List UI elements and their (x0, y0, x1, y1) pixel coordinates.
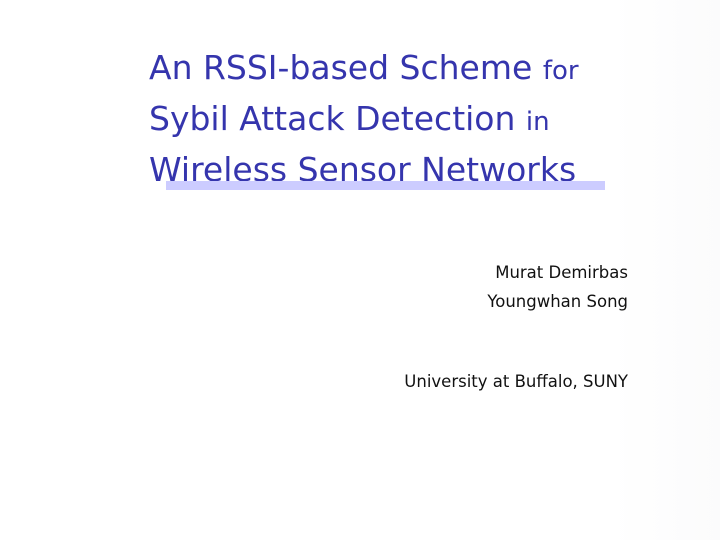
title-line-2-main: Sybil Attack Detection (149, 99, 516, 138)
affiliation: University at Buffalo, SUNY (404, 372, 628, 391)
title-line-1-small: for (542, 56, 579, 86)
slide-title: An RSSI-based Scheme for Sybil Attack De… (149, 44, 669, 194)
title-line-1: An RSSI-based Scheme for (149, 44, 669, 95)
author-name: Murat Demirbas (495, 263, 628, 282)
author-name: Youngwhan Song (487, 292, 628, 311)
title-underline-bar (166, 181, 605, 190)
title-line-2: Sybil Attack Detection in (149, 95, 669, 146)
title-line-2-small: in (525, 107, 550, 137)
author-list: Murat Demirbas Youngwhan Song (487, 258, 628, 316)
title-line-1-main: An RSSI-based Scheme (149, 48, 533, 87)
